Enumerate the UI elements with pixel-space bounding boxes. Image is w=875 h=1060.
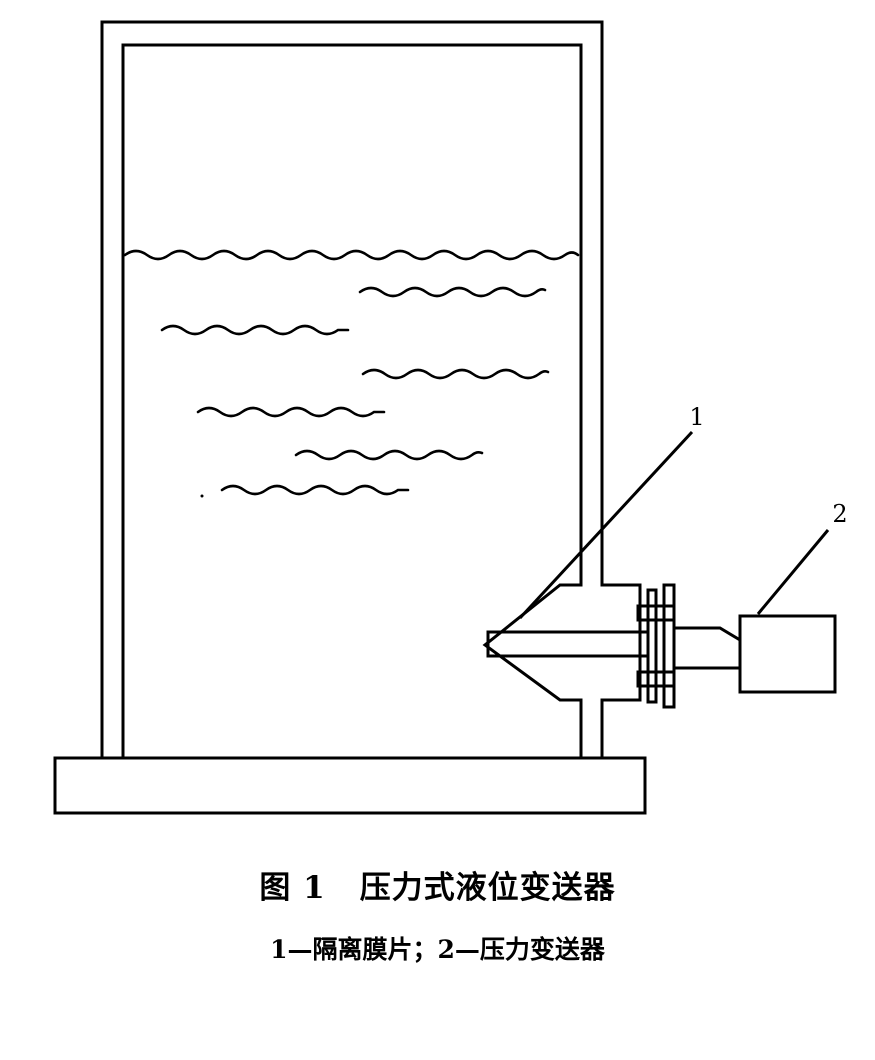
figure-number: 图 1 [259,870,326,906]
callout-label-2: 2 [832,500,847,528]
figure-caption: 图 1 压力式液位变送器 [0,862,875,907]
speck [200,494,204,498]
liquid-wave [160,324,350,336]
leader-line-1 [518,430,694,620]
tank-inner-wall [121,43,583,758]
bolt-top [636,604,676,622]
liquid-surface-wave [123,249,580,261]
leader-line-2 [756,529,830,615]
liquid-wave [220,484,410,496]
tank-outer-wall [100,20,642,758]
liquid-level-transmitter-diagram: 1 2 [53,20,848,815]
liquid-wave [196,406,386,418]
isolation-diaphragm [486,630,650,658]
tank-base [53,756,647,815]
liquid-wave [358,286,547,298]
liquid-wave [361,368,550,380]
liquid-wave [294,449,484,461]
callout-label-1: 1 [689,403,704,431]
figure-legend: 1—隔离膜片；2—压力变送器 [270,935,605,964]
transmitter-neck [672,626,742,670]
pressure-transmitter [738,614,837,694]
figure-title: 压力式液位变送器 [359,870,616,906]
flange-left [646,588,658,704]
bolt-bottom [636,670,676,688]
